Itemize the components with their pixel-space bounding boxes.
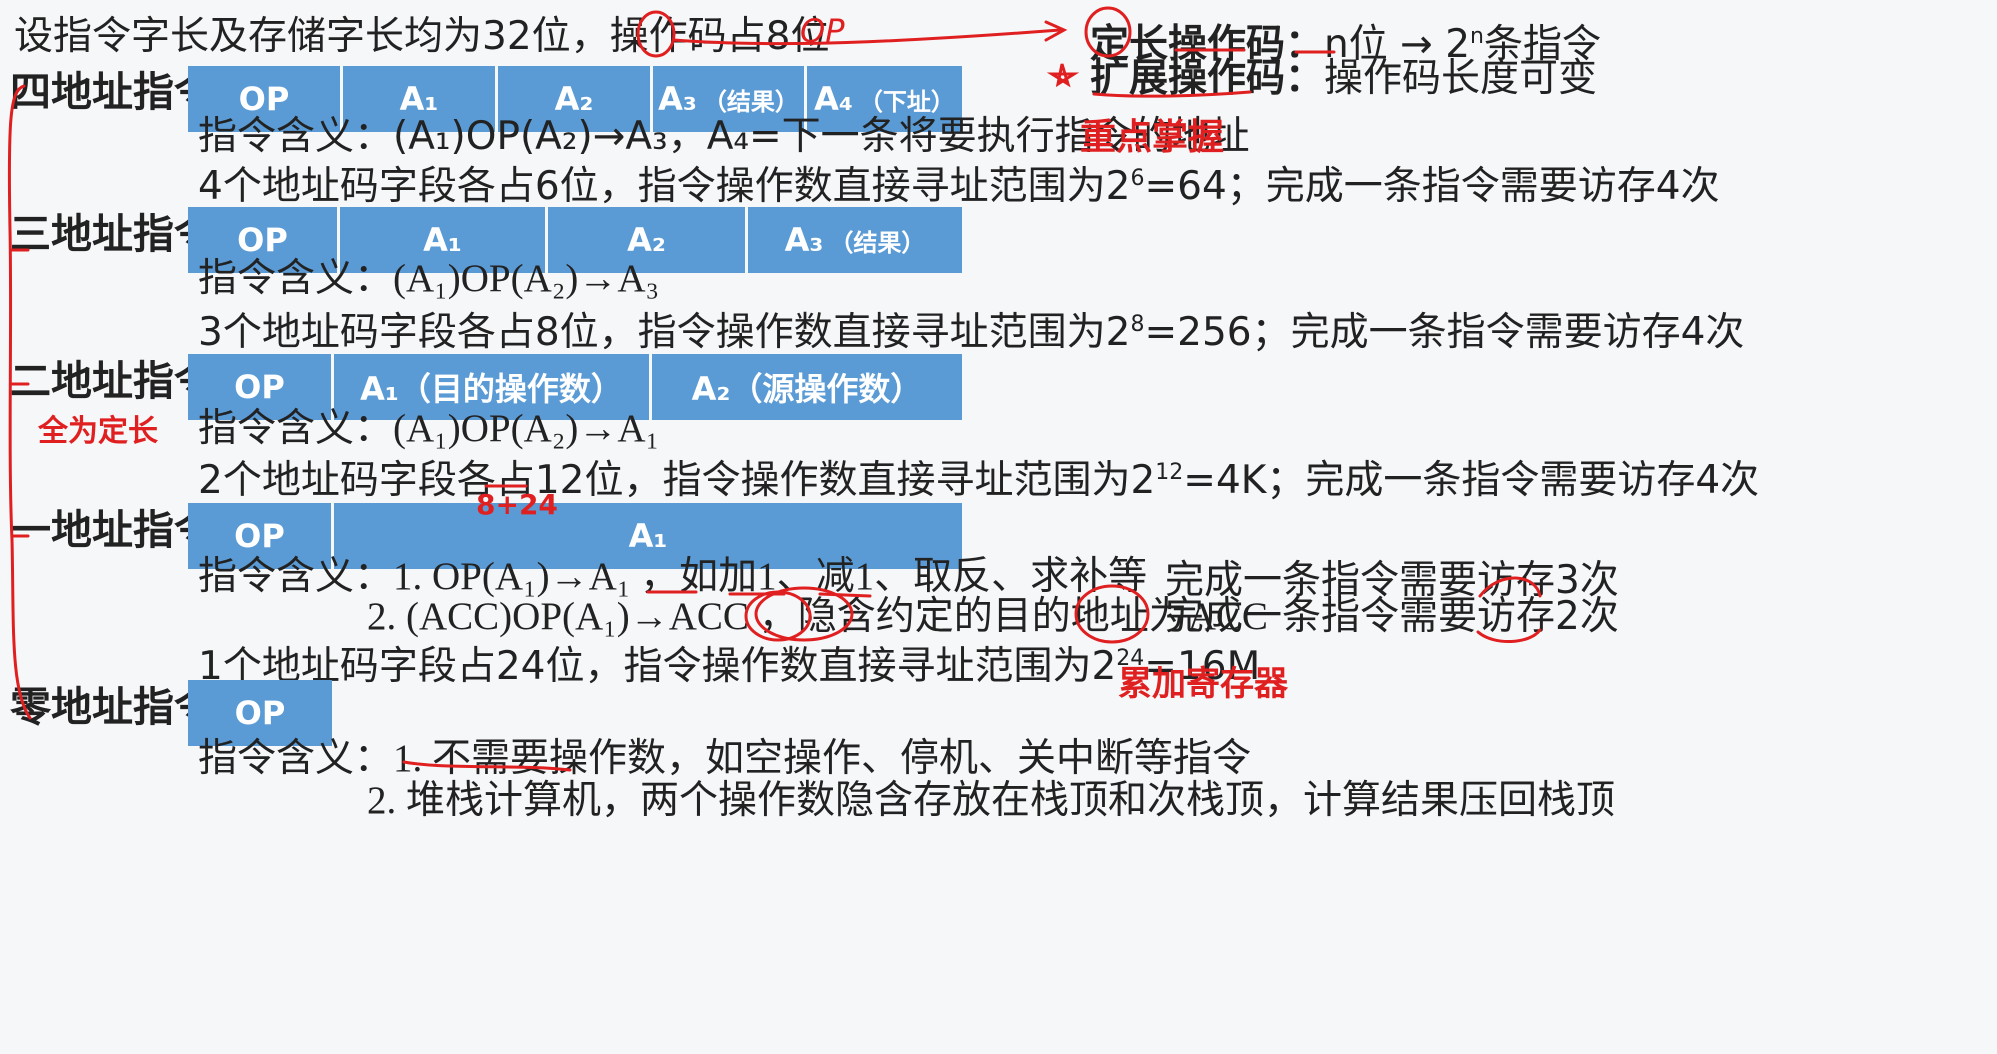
field-a2-src: A₂（源操作数）	[652, 354, 962, 420]
field-op: OP	[188, 66, 343, 132]
field-op: OP	[188, 680, 332, 746]
three-address-label: 三地址指令	[10, 210, 215, 258]
field-a4: A₄（下址）	[807, 66, 962, 132]
four-address-label: 四地址指令	[10, 68, 215, 116]
zero-meaning-2: 2. 堆栈计算机，两个操作数隐含存放在栈顶和次栈顶，计算结果压回栈顶	[367, 779, 1616, 822]
field-op: OP	[188, 354, 334, 420]
three-address-format: OP A₁ A₂ A₃（结果）	[188, 207, 962, 273]
field-a1: A₁	[340, 207, 548, 273]
two-meaning: 指令含义：(A₁)OP(A₂)→A₁	[198, 406, 660, 451]
intro-line: 设指令字长及存储字长均为32位，操作码占8位	[14, 14, 829, 60]
ext-opcode-desc: 操作码长度可变	[1324, 56, 1598, 101]
annotation-all-fixed: 全为定长	[38, 414, 158, 449]
zero-address-label: 零地址指令	[10, 683, 215, 731]
field-a1: A₁	[343, 66, 498, 132]
two-address-label: 二地址指令	[10, 357, 215, 405]
intro-text: 设指令字长及存储字长均为32位，操作码占	[14, 14, 766, 59]
one-meaning-2-tail: 完成一条指令需要访存2次	[1165, 594, 1619, 639]
star-icon	[1046, 63, 1080, 88]
zero-meaning-1: 指令含义：1. 不需要操作数，如空操作、停机、关中断等指令	[198, 737, 1252, 780]
annotation-op: OP	[800, 12, 845, 50]
one-meaning-1: 指令含义：1. OP(A₁)→A₁ ，如加1、减1、取反、求补等	[198, 555, 1148, 598]
field-a3: A₃（结果）	[653, 66, 807, 132]
fixed-opcode-end: 条指令	[1483, 22, 1601, 67]
one-address-label: 一地址指令	[10, 506, 215, 554]
field-a2: A₂	[548, 207, 748, 273]
annotation-sum: 8+24	[476, 488, 558, 521]
four-meaning: 指令含义：(A₁)OP(A₂)→A₃，A₄=下一条将要执行指令的地址	[198, 114, 1250, 159]
annotation-acc: 累加寄存器	[1118, 664, 1288, 704]
ext-opcode-label: 扩展操作码：	[1090, 56, 1325, 101]
ext-opcode-line: 扩展操作码：操作码长度可变	[1090, 56, 1597, 102]
one-meaning-2: 2. (ACC)OP(A₁)→ACC ，隐含约定的目的地址为ACC	[367, 595, 1268, 638]
one-address-format: OP A₁	[188, 503, 962, 569]
field-a3: A₃（结果）	[748, 207, 962, 273]
field-a1-dest: A₁（目的操作数）	[334, 354, 652, 420]
one-meaning-1-tail: 完成一条指令需要访存3次	[1165, 558, 1619, 603]
field-a2: A₂	[498, 66, 653, 132]
fixed-opcode-sup: n	[1470, 24, 1484, 49]
four-detail: 4个地址码字段各占6位，指令操作数直接寻址范围为26=64；完成一条指令需要访存…	[198, 164, 1720, 209]
field-op: OP	[188, 503, 334, 569]
zero-address-format: OP	[188, 680, 332, 746]
two-address-format: OP A₁（目的操作数） A₂（源操作数）	[188, 354, 962, 420]
three-detail: 3个地址码字段各占8位，指令操作数直接寻址范围为28=256；完成一条指令需要访…	[198, 310, 1745, 355]
annotation-important: 重点掌握	[1080, 117, 1225, 158]
four-address-format: OP A₁ A₂ A₃（结果） A₄（下址）	[188, 66, 962, 132]
field-op: OP	[188, 207, 340, 273]
two-detail: 2个地址码字段各占12位，指令操作数直接寻址范围为212=4K；完成一条指令需要…	[198, 458, 1760, 503]
op-bits: 8	[765, 14, 791, 59]
fixed-opcode-desc: n位 → 2	[1324, 22, 1471, 67]
field-a1: A₁	[334, 503, 962, 569]
one-detail: 1个地址码字段占24位，指令操作数直接寻址范围为224=16M	[198, 644, 1261, 689]
three-meaning: 指令含义：(A₁)OP(A₂)→A₃	[198, 256, 660, 301]
